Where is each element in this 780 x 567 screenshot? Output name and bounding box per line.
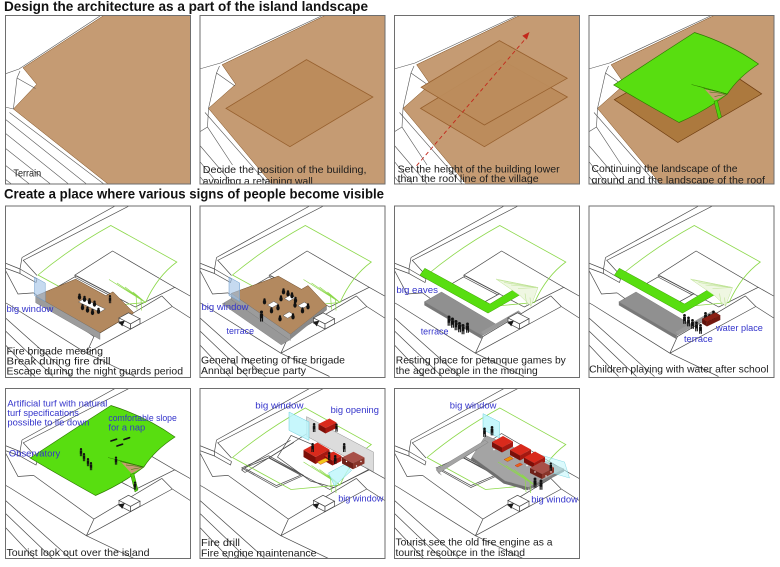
svg-text:Fire drill: Fire drill [201,538,240,549]
svg-text:the aged people in the morning: the aged people in the morning [396,366,538,377]
svg-text:General meeting of fire brigad: General meeting of fire brigade [201,356,345,367]
svg-text:Tourist see the old fire engin: Tourist see the old fire engine as a [396,538,553,549]
svg-text:tourist resource in the island: tourist resource in the island [396,548,526,559]
svg-text:big eaves: big eaves [396,285,438,296]
svg-text:Decide the position of the bui: Decide the position of the building, [203,165,367,176]
svg-text:avoiding a retaining wall: avoiding a retaining wall [203,176,313,187]
svg-text:Resting place for petanque gam: Resting place for petanque games by [396,356,567,367]
svg-text:comfortable slope: comfortable slope [108,413,176,424]
svg-text:big window: big window [531,495,578,506]
svg-text:Break during fire drill: Break during fire drill [7,356,111,367]
svg-text:Set the height of the building: Set the height of the building lower [398,165,561,176]
svg-text:big window: big window [450,401,497,412]
svg-text:Children playing with water af: Children playing with water after school [589,365,768,376]
svg-text:possible to lie down: possible to lie down [7,417,89,428]
svg-text:Escape during the night guards: Escape during the night guards period [7,367,184,378]
svg-text:Annual berbecue party: Annual berbecue party [201,366,307,377]
svg-text:for a nap: for a nap [108,422,145,433]
svg-text:ground and the landscape of th: ground and the landscape of the roof [592,175,766,186]
svg-text:Design the architecture as a p: Design the architecture as a part of the… [4,0,368,14]
svg-text:big window: big window [255,401,303,412]
svg-text:water place: water place [715,323,763,334]
svg-text:Continuing the landscape of th: Continuing the landscape of the [592,164,738,175]
svg-text:Observatory: Observatory [9,449,60,460]
svg-text:terrace: terrace [227,326,255,337]
svg-text:terrace: terrace [421,326,449,337]
svg-text:than the roof line of the vill: than the roof line of the village [398,174,539,185]
svg-text:big window: big window [338,494,383,505]
svg-text:big opening: big opening [331,405,379,416]
svg-text:Terrain: Terrain [13,169,41,180]
svg-text:terrace: terrace [684,334,713,345]
svg-text:turf specifications: turf specifications [7,408,79,419]
svg-text:Tourist look out over the isla: Tourist look out over the island [7,548,150,559]
svg-text:Fire brigade meeting: Fire brigade meeting [7,346,104,357]
svg-text:Artificial turf with natural: Artificial turf with natural [7,399,107,410]
svg-text:Fire engine maintenance: Fire engine maintenance [201,548,317,559]
svg-text:Create a place where various s: Create a place where various signs of pe… [4,186,384,201]
svg-text:big window: big window [202,302,249,313]
svg-text:big window: big window [7,304,54,315]
